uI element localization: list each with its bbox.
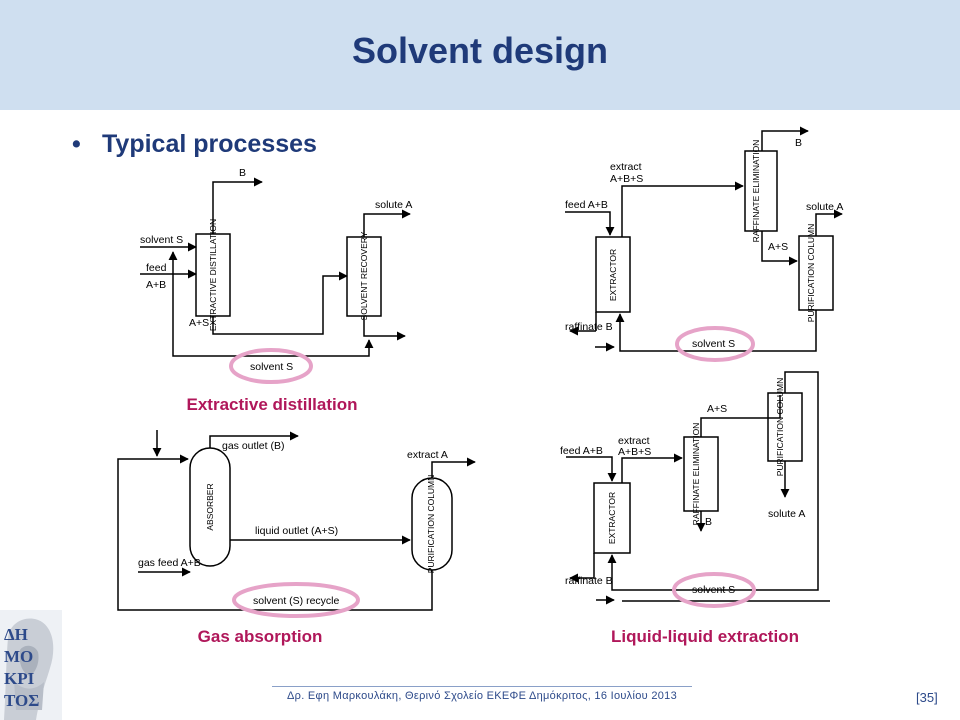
label-extract-bottom: extract xyxy=(618,435,650,447)
svg-text:ΔΗ: ΔΗ xyxy=(4,625,28,644)
label-solute-a-top: solute A xyxy=(806,201,843,213)
solvent-recycle-highlight xyxy=(232,582,360,618)
raffinate-elimination-column-bottom xyxy=(683,436,719,512)
label-solvent-s-bottom: solvent S xyxy=(692,584,735,596)
column-label-solvent-recovery: SOLVENT RECOVERY xyxy=(359,231,369,320)
lle-top-labels: B extract A+B+S feed A+B solute A A+S ra… xyxy=(565,137,843,350)
caption-gas-absorption: Gas absorption xyxy=(198,627,323,646)
democritus-logo: ΔΗ ΜΟ ΚΡΙ ΤΟΣ xyxy=(0,610,62,720)
column-label-purification-bottom: PURIFICATION COLUMN xyxy=(775,378,785,477)
lle-bottom-diagram xyxy=(566,371,830,608)
lle-bottom-labels: A+S extract A+B+S feed A+B B solute A ra… xyxy=(560,378,805,646)
caption-liquid-liquid-extraction: Liquid-liquid extraction xyxy=(611,627,799,646)
label-extract-top: extract xyxy=(610,161,642,173)
lle-top-diagram xyxy=(565,126,843,362)
raffinate-elimination-column-top xyxy=(744,150,778,232)
label-a-plus-b: A+B xyxy=(146,279,166,291)
column-label-raffinate-bottom: RAFFINATE ELIMINATION xyxy=(691,423,701,526)
label-liquid-outlet: liquid outlet (A+S) xyxy=(255,525,338,537)
slide-title: Solvent design xyxy=(351,30,609,71)
label-abs-bottom: A+B+S xyxy=(618,446,651,458)
label-raffinate-bottom: raffinate B xyxy=(565,575,613,587)
gas-absorption-diagram xyxy=(117,430,476,618)
column-label-extractor-bottom: EXTRACTOR xyxy=(607,492,617,544)
label-raffinate-top: raffinate B xyxy=(565,321,613,333)
column-label-raffinate-top: RAFFINATE ELIMINATION xyxy=(751,140,761,243)
purification-column-bottom xyxy=(767,392,803,462)
bullet-item: • Typical processes xyxy=(72,130,317,159)
label-solute-a: solute A xyxy=(375,199,412,211)
gas-absorption-labels: gas outlet (B) extract A liquid outlet (… xyxy=(138,440,448,646)
solvent-s-highlight-bottom xyxy=(672,572,756,608)
label-solvent-s-top: solvent S xyxy=(692,338,735,350)
label-a-plus-s-bottom: A+S xyxy=(707,403,727,415)
footer-divider xyxy=(272,686,692,687)
label-solvent-s-recycle: solvent S xyxy=(250,361,293,373)
label-solute-a-bottom: solute A xyxy=(768,508,805,520)
svg-text:ΤΟΣ: ΤΟΣ xyxy=(4,691,39,710)
label-feed-bottom: feed A+B xyxy=(560,445,603,457)
solvent-s-highlight xyxy=(229,348,313,384)
label-b-bottom: B xyxy=(705,516,712,528)
extractor-column-top xyxy=(595,236,631,313)
footer-text: Δρ. Εφη Μαρκουλάκη, Θερινό Σχολείο ΕΚΕΦΕ… xyxy=(286,690,677,702)
column-label-absorber: ABSORBER xyxy=(205,483,215,530)
label-extract-a: extract A xyxy=(407,449,448,461)
label-feed: feed xyxy=(146,262,167,274)
label-b: B xyxy=(239,167,246,179)
label-solvent-s: solvent S xyxy=(140,234,183,246)
svg-text:ΚΡΙ: ΚΡΙ xyxy=(4,669,35,688)
label-b-top: B xyxy=(795,137,802,149)
page-number: [35] xyxy=(916,690,938,705)
column-label-purification-top: PURIFICATION COLUMN xyxy=(806,224,816,323)
label-solvent-recycle: solvent (S) recycle xyxy=(253,595,340,607)
label-a-plus-s: A+S xyxy=(189,317,209,329)
extractive-distillation-labels: B solute A solvent S feed A+B A+S solven… xyxy=(140,167,412,414)
column-label-extractive-distillation: EXTRACTIVE DISTILLATION xyxy=(208,219,218,331)
column-label-purification-gas: PURIFICATION COLUMN xyxy=(426,475,436,574)
extractor-column-bottom xyxy=(593,482,631,554)
bullet-dot: • xyxy=(72,130,81,158)
bullet-text: Typical processes xyxy=(102,130,317,158)
header-band xyxy=(0,0,960,110)
caption-extractive-distillation: Extractive distillation xyxy=(187,395,358,414)
column-label-extractor-top: EXTRACTOR xyxy=(608,249,618,301)
label-feed-top: feed A+B xyxy=(565,199,608,211)
label-abs-top: A+B+S xyxy=(610,173,643,185)
label-a-plus-s-top: A+S xyxy=(768,241,788,253)
label-gas-outlet: gas outlet (B) xyxy=(222,440,284,452)
svg-text:ΜΟ: ΜΟ xyxy=(4,647,33,666)
solvent-s-highlight-top xyxy=(675,326,755,362)
extractive-distillation-diagram xyxy=(140,177,411,384)
label-gas-feed: gas feed A+B xyxy=(138,557,201,569)
purification-column-top xyxy=(798,235,834,311)
